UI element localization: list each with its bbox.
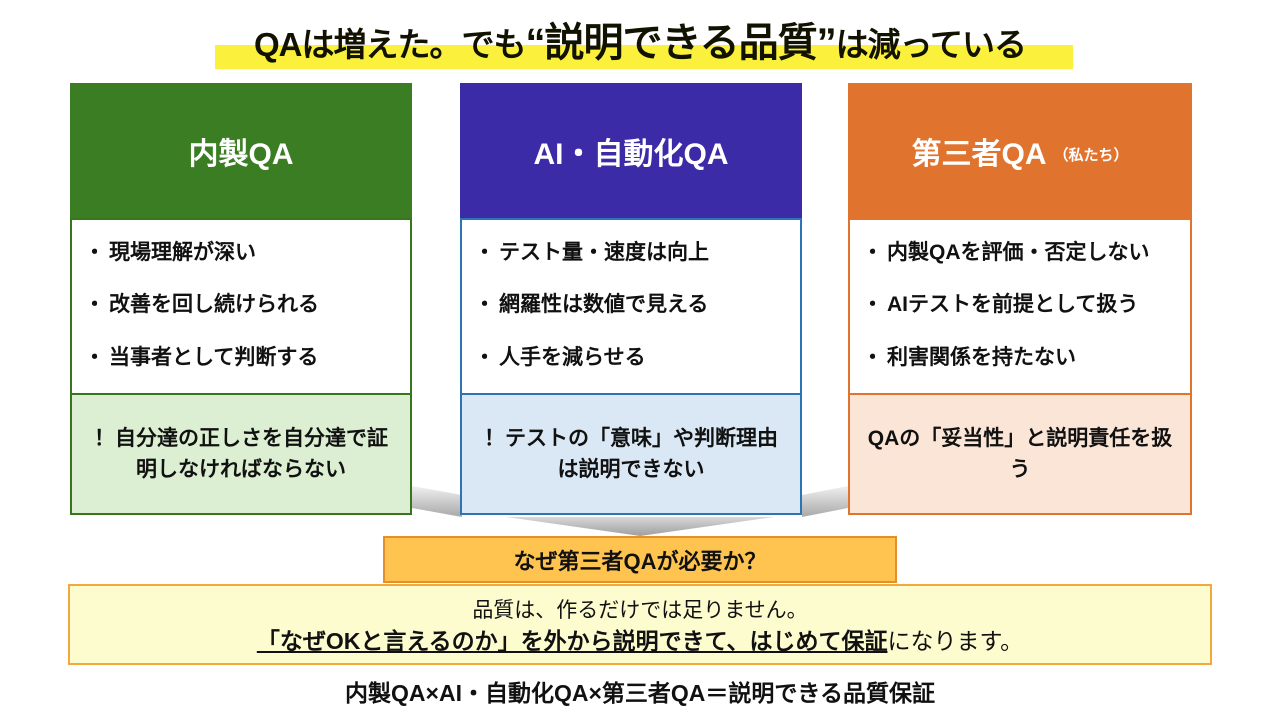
bullet-glyph: ・ (474, 241, 495, 264)
bullet-item: ・AIテストを前提として扱う (862, 292, 1180, 318)
summary-line2-tail: になります。 (887, 628, 1024, 655)
column-header-sublabel: （私たち） (1053, 147, 1129, 164)
bullet-item: ・テスト量・速度は向上 (474, 240, 790, 266)
down-arrowhead (506, 517, 774, 536)
bullet-text: 当事者として判断する (109, 345, 319, 369)
bullet-glyph: ・ (862, 293, 883, 317)
note-text: ！テストの「意味」や判断理由は説明できない (484, 426, 778, 482)
bullet-text: 改善を回し続けられる (109, 293, 319, 317)
bullet-item: ・人手を減らせる (474, 345, 790, 371)
right-connector-arrow (802, 486, 848, 517)
note-text: QAの「妥当性」と説明責任を扱う (867, 426, 1173, 482)
question-box: なぜ第三者QAが必要か？ (383, 536, 897, 583)
column-ai-qa: AI・自動化QA ・テスト量・速度は向上 ・網羅性は数値で見える ・人手を減らせ… (460, 83, 802, 515)
bullet-glyph: ・ (862, 345, 883, 369)
column-thirdparty-qa-note: QAの「妥当性」と説明責任を扱う (848, 393, 1192, 515)
bullet-text: 利害関係を持たない (887, 345, 1076, 369)
bullet-text: 網羅性は数値で見える (499, 293, 709, 317)
column-header-label: 内製QA (188, 137, 294, 171)
note-text: ！自分達の正しさを自分達で証明しなければならない (94, 426, 388, 482)
summary-line1: 品質は、作るだけでは足りません。 (472, 599, 808, 622)
bullet-text: 人手を減らせる (499, 345, 646, 369)
summary-box: 品質は、作るだけでは足りません。 「なぜOKと言えるのか」を外から説明できて、は… (68, 584, 1212, 665)
column-inhouse-qa-note: ！自分達の正しさを自分達で証明しなければならない (70, 393, 412, 515)
left-connector-arrow (412, 486, 462, 517)
column-header-label: AI・自動化QA (533, 137, 729, 171)
summary-line2: 「なぜOKと言えるのか」を外から説明できて、はじめて保証になります。 (70, 625, 1210, 658)
question-box-label: なぜ第三者QAが必要か？ (513, 548, 767, 574)
column-inhouse-qa: 内製QA ・現場理解が深い ・改善を回し続けられる ・当事者として判断する ！自… (70, 83, 412, 515)
title-segment-emphasis: “説明できる品質” (525, 21, 836, 65)
column-thirdparty-qa-header: 第三者QA （私たち） (848, 83, 1192, 218)
column-ai-qa-body: ・テスト量・速度は向上 ・網羅性は数値で見える ・人手を減らせる (460, 218, 802, 395)
bullet-glyph: ・ (84, 241, 105, 264)
title-highlight-bar (215, 45, 1073, 69)
bullet-glyph: ・ (862, 241, 883, 264)
column-thirdparty-qa: 第三者QA （私たち） ・内製QAを評価・否定しない ・AIテストを前提として扱… (848, 83, 1192, 515)
bullet-item: ・改善を回し続けられる (84, 292, 400, 318)
title-segment: は減っている (835, 26, 1027, 63)
column-header-label: 第三者QA (911, 137, 1047, 171)
bullet-glyph: ・ (474, 345, 495, 369)
bullet-text: 現場理解が深い (109, 241, 256, 264)
title-segment: QAは増えた。でも (253, 26, 526, 63)
bullet-text: テスト量・速度は向上 (499, 241, 709, 264)
column-ai-qa-header: AI・自動化QA (460, 83, 802, 218)
column-ai-qa-note: ！テストの「意味」や判断理由は説明できない (460, 393, 802, 515)
summary-line2-emphasis: 「なぜOKと言えるのか」を外から説明できて、はじめて保証 (256, 628, 888, 655)
page-title: QAは増えた。でも“説明できる品質”は減っている (0, 10, 1280, 70)
bullet-item: ・網羅性は数値で見える (474, 292, 790, 318)
bullet-item: ・現場理解が深い (84, 240, 400, 266)
column-inhouse-qa-header: 内製QA (70, 83, 412, 218)
bullet-item: ・利害関係を持たない (862, 345, 1180, 371)
column-thirdparty-qa-body: ・内製QAを評価・否定しない ・AIテストを前提として扱う ・利害関係を持たない (848, 218, 1192, 395)
bullet-glyph: ・ (474, 293, 495, 317)
bullet-text: 内製QAを評価・否定しない (887, 241, 1150, 264)
bullet-glyph: ・ (84, 293, 105, 317)
footer-formula: 内製QA×AI・自動化QA×第三者QA＝説明できる品質保証 (345, 680, 935, 706)
bullet-glyph: ・ (84, 345, 105, 369)
bullet-text: AIテストを前提として扱う (887, 293, 1139, 317)
bullet-item: ・当事者として判断する (84, 345, 400, 371)
column-inhouse-qa-body: ・現場理解が深い ・改善を回し続けられる ・当事者として判断する (70, 218, 412, 395)
bullet-item: ・内製QAを評価・否定しない (862, 240, 1180, 266)
